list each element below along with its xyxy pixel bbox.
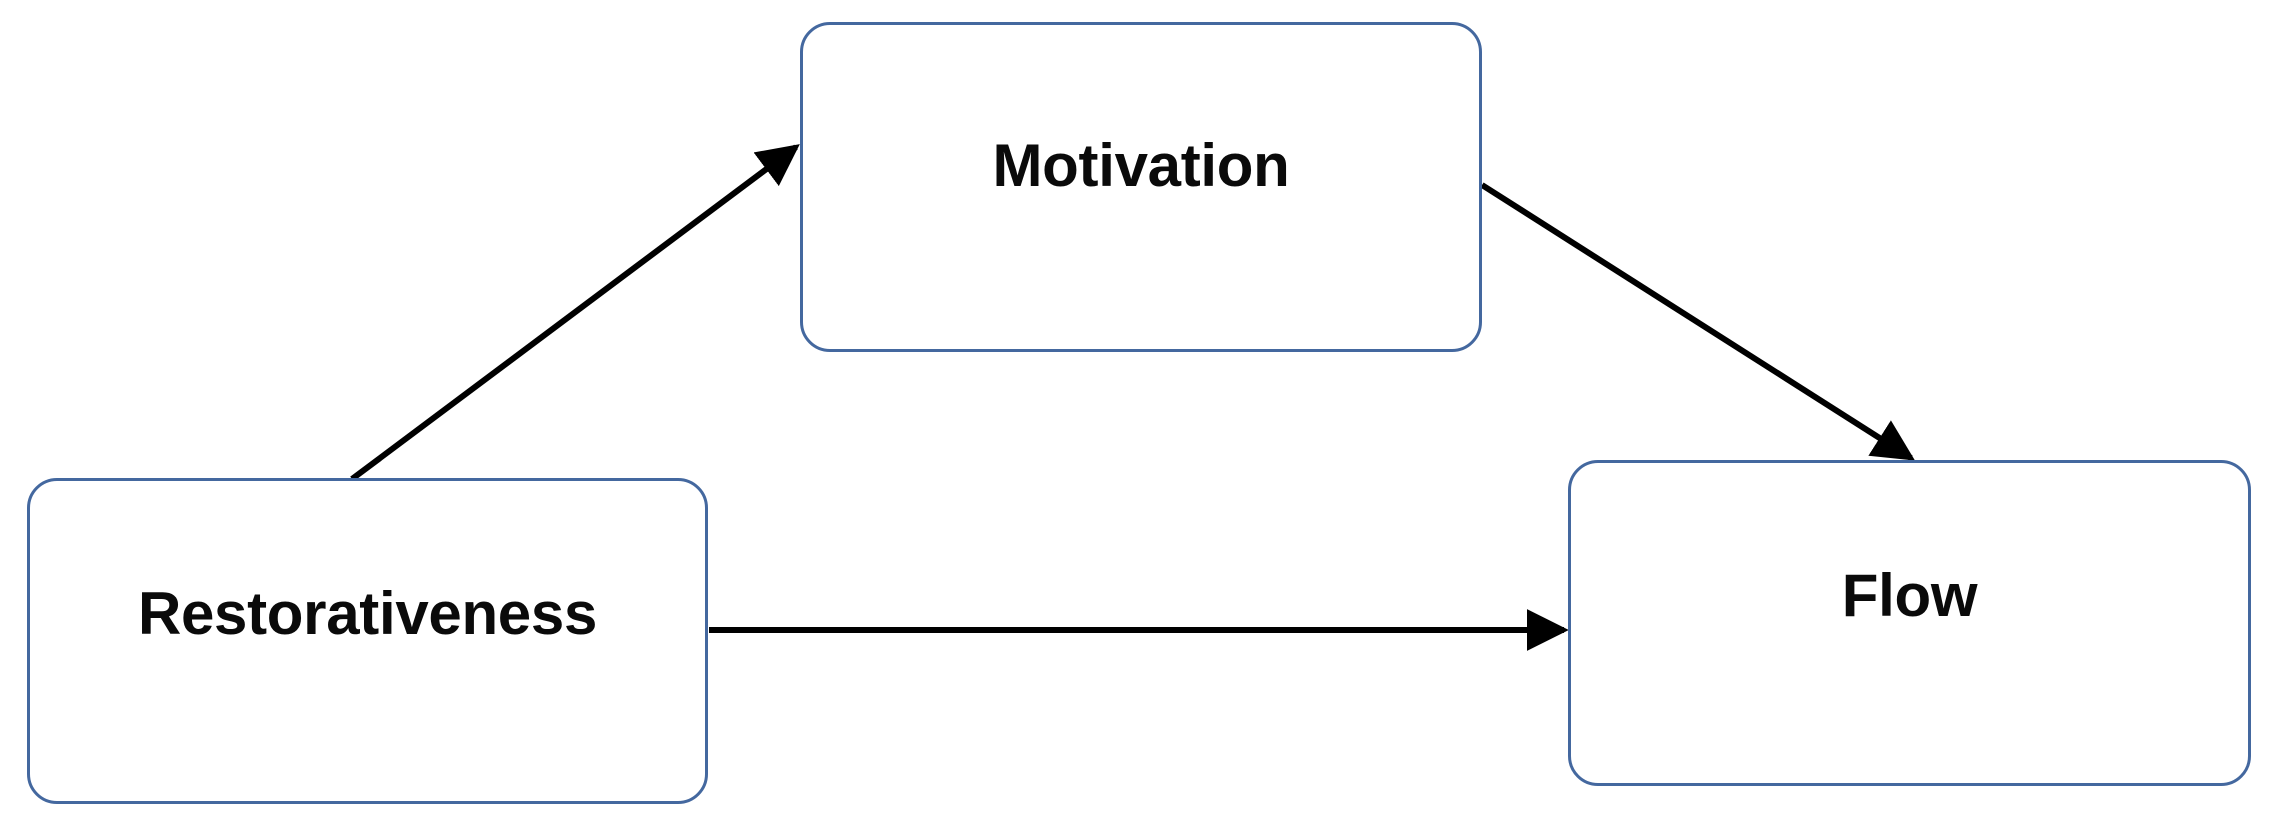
node-restorativeness-label: Restorativeness bbox=[137, 579, 598, 647]
edge-restorativeness-to-motivation bbox=[350, 144, 800, 482]
node-motivation-label: Motivation bbox=[992, 131, 1290, 199]
edge-motivation-to-flow bbox=[1480, 182, 1916, 461]
node-motivation[interactable]: Motivation bbox=[800, 22, 1482, 352]
node-restorativeness[interactable]: Restorativeness bbox=[27, 478, 708, 804]
node-flow[interactable]: Flow bbox=[1568, 460, 2251, 786]
node-flow-label: Flow bbox=[1841, 561, 1978, 629]
